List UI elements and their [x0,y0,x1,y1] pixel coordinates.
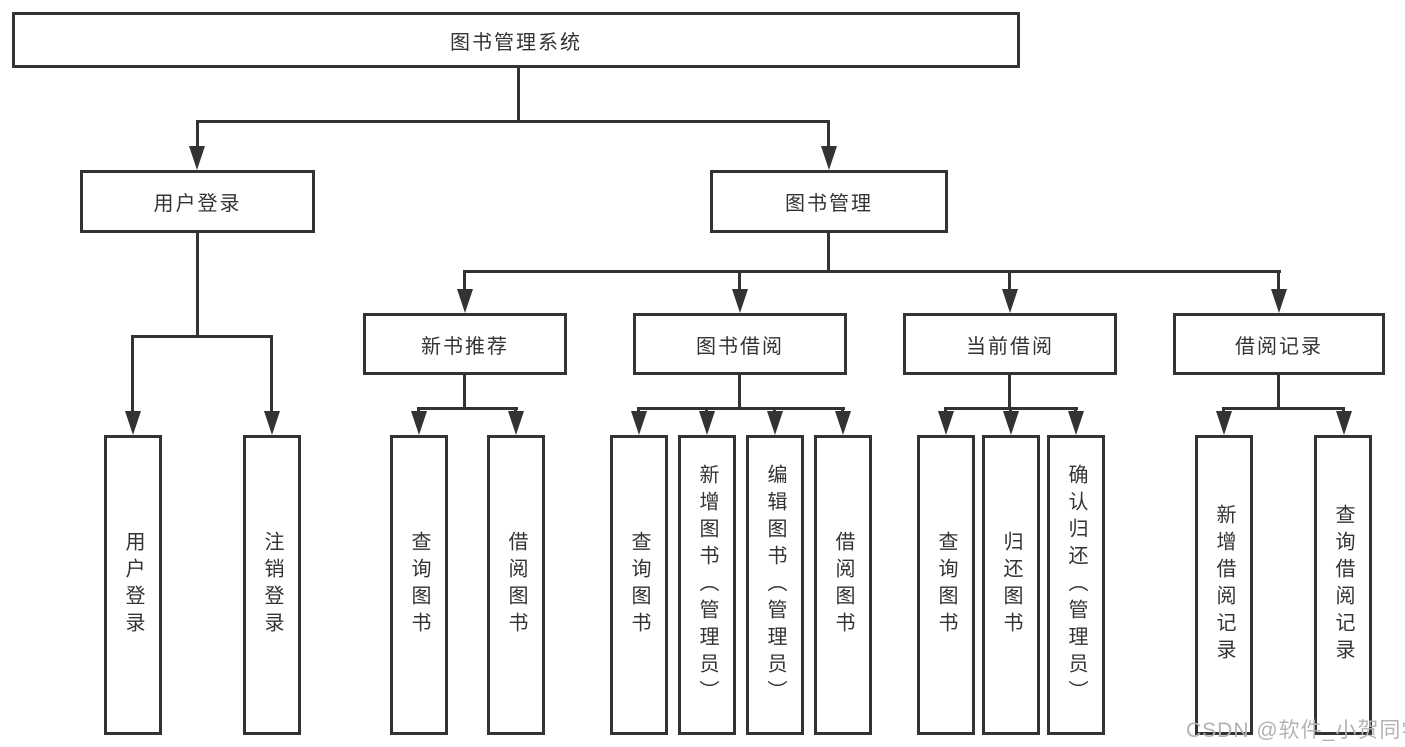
leaf-query-books-current: 查询图书 [917,435,975,735]
leaf-add-books-admin: 新增图书（管理员） [678,435,736,735]
connector-group-d-stem [1008,375,1011,410]
connector-to-current-borrow [1008,270,1011,292]
node-label: 用户登录 [122,531,144,639]
leaf-query-books-recommend: 查询图书 [390,435,448,735]
node-label: 查询图书 [408,531,430,639]
arrow-down-icon [767,411,783,435]
leaf-edit-books-admin: 编辑图书（管理员） [746,435,804,735]
node-user-login: 用户登录 [80,170,315,233]
connector-to-leaf-user-login [131,335,134,413]
leaf-confirm-return-admin: 确认归还（管理员） [1047,435,1105,735]
leaf-query-books-borrow: 查询图书 [610,435,668,735]
node-book-borrow: 图书借阅 [633,313,847,375]
connector-group-e-stem [1277,375,1280,410]
node-label: 查询图书 [935,531,957,639]
node-label: 图书管理系统 [450,31,582,54]
connector-group-e-branch [1222,407,1345,410]
node-label: 图书管理 [785,193,873,215]
connector-book-management-stem [827,233,830,273]
arrow-down-icon [125,411,141,435]
arrow-down-icon [411,411,427,435]
node-label: 注销登录 [261,531,283,639]
arrow-down-icon [508,411,524,435]
connector-to-book-borrow [738,270,741,292]
arrow-down-icon [264,411,280,435]
leaf-return-books: 归还图书 [982,435,1040,735]
arrow-down-icon [1002,289,1018,313]
connector-to-new-book-recommend [463,270,466,292]
arrow-down-icon [938,411,954,435]
leaf-add-borrow-record: 新增借阅记录 [1195,435,1253,735]
node-label: 借阅图书 [505,531,527,639]
node-library-management-system: 图书管理系统 [12,12,1020,68]
node-label: 用户登录 [153,193,242,215]
arrow-down-icon [457,289,473,313]
connector-level3-branch [464,270,1281,273]
connector-user-login-branch [131,335,273,338]
node-label: 查询借阅记录 [1332,504,1354,666]
node-label: 新增借阅记录 [1213,504,1235,666]
connector-to-user-login [196,120,199,148]
connector-level1-branch [196,120,830,123]
leaf-borrow-books-recommend: 借阅图书 [487,435,545,735]
arrow-down-icon [631,411,647,435]
connector-to-book-management [827,120,830,148]
connector-group-c-branch [637,407,845,410]
arrow-down-icon [1216,411,1232,435]
connector-user-login-stem [196,233,199,338]
node-label: 归还图书 [1000,531,1022,639]
node-borrow-records: 借阅记录 [1173,313,1385,375]
node-label: 编辑图书（管理员） [764,463,786,707]
connector-group-b-branch [417,407,518,410]
arrow-down-icon [732,289,748,313]
connector-to-leaf-logout [270,335,273,413]
leaf-borrow-books: 借阅图书 [814,435,872,735]
leaf-user-login: 用户登录 [104,435,162,735]
node-label: 图书借阅 [696,335,784,358]
node-label: 借阅图书 [832,531,854,639]
node-label: 新增图书（管理员） [696,463,718,707]
node-label: 新书推荐 [421,335,509,358]
node-label: 查询图书 [628,531,650,639]
csdn-watermark: CSDN @软件_小贺同学 [1186,719,1405,742]
connector-to-borrow-records [1277,270,1280,292]
node-current-borrow: 当前借阅 [903,313,1117,375]
arrow-down-icon [821,146,837,170]
connector-root-stem [517,68,520,123]
leaf-logout: 注销登录 [243,435,301,735]
arrow-down-icon [1271,289,1287,313]
arrow-down-icon [1068,411,1084,435]
connector-group-c-stem [738,375,741,410]
arrow-down-icon [835,411,851,435]
leaf-query-borrow-record: 查询借阅记录 [1314,435,1372,735]
connector-group-b-stem [463,375,466,410]
arrow-down-icon [1003,411,1019,435]
node-label: 当前借阅 [966,335,1054,358]
node-label: 借阅记录 [1235,335,1323,358]
arrow-down-icon [699,411,715,435]
node-new-book-recommend: 新书推荐 [363,313,567,375]
arrow-down-icon [189,146,205,170]
arrow-down-icon [1336,411,1352,435]
node-book-management: 图书管理 [710,170,948,233]
node-label: 确认归还（管理员） [1065,463,1087,707]
